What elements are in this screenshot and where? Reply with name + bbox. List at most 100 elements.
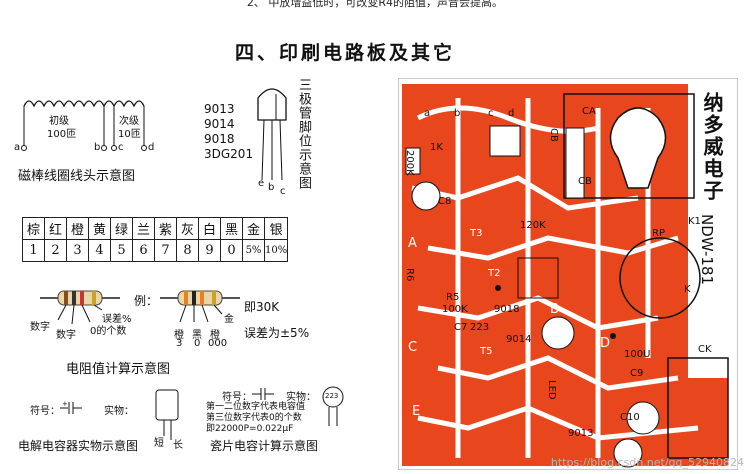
color-cell: 灰 <box>176 217 199 240</box>
value-cell: 10% <box>263 239 289 262</box>
transistor-model: 9018 <box>204 132 235 146</box>
pcb-label-a: A <box>408 236 417 251</box>
ceramic-marking: 223 <box>325 392 339 400</box>
resistor-ex-color-1: 橙 <box>174 330 184 341</box>
resistor-ex-value-3: 000 <box>208 338 228 349</box>
color-cell: 银 <box>263 217 289 240</box>
ceramic-line: 第三位数字代表0的个数 <box>206 413 302 423</box>
pcb-pin-d: d <box>508 108 515 119</box>
color-cell: 紫 <box>154 217 177 240</box>
color-cell: 黑 <box>220 217 243 240</box>
pcb-label-rp: RP <box>652 228 665 239</box>
coil-pin-b: b <box>94 142 101 153</box>
electrolytic-short-label: 短 <box>154 438 164 449</box>
watermark: https://blog.csdn.net/qq_52940824 <box>550 456 744 469</box>
electrolytic-symbol-icon: + <box>60 400 82 414</box>
resistor-result: 即30K <box>244 300 280 314</box>
pcb-label-cb2: CB <box>578 176 592 187</box>
color-cell: 橙 <box>66 217 89 240</box>
pcb-pin-c: c <box>488 108 494 119</box>
transistor-pin-c: c <box>280 186 286 197</box>
color-code-table: 棕 红 橙 黄 绿 兰 紫 灰 白 黑 金 银 1 2 3 4 5 6 7 8 … <box>22 217 289 262</box>
resistor-caption: 电阻值计算示意图 <box>66 362 171 377</box>
value-row: 1 2 3 4 5 6 7 8 9 0 5% 10% <box>22 239 289 262</box>
pcb-label-c9: C9 <box>630 368 644 379</box>
electrolytic-symbol-label: 符号： <box>30 406 60 417</box>
color-cell: 棕 <box>22 217 45 240</box>
transistor-model: 9014 <box>204 117 235 131</box>
color-cell: 白 <box>198 217 221 240</box>
value-cell: 5 <box>110 239 133 262</box>
coil-caption: 磁棒线圈线头示意图 <box>18 169 136 184</box>
transistor-caption: 三极管脚位示意图 <box>296 78 311 190</box>
ceramic-caption: 瓷片电容计算示意图 <box>210 439 319 453</box>
electrolytic-real-label: 实物： <box>104 406 134 417</box>
coil-drawing <box>21 100 147 151</box>
resistor-example-drawing <box>160 290 240 323</box>
value-cell: 7 <box>154 239 177 262</box>
coil-secondary-turns: 10匝 <box>118 129 141 140</box>
value-cell: 0 <box>220 239 243 262</box>
pcb-label-d: D <box>600 336 611 351</box>
ceramic-line: 即22000P=0.022μF <box>206 424 294 434</box>
pcb-pin-b: b <box>454 108 461 119</box>
pcb-label-120k: 120K <box>520 220 546 231</box>
color-row: 棕 红 橙 黄 绿 兰 紫 灰 白 黑 金 银 <box>22 217 289 240</box>
pcb-label-1k: 1K <box>430 142 443 153</box>
pcb-brand: 纳多威电子 <box>700 92 724 202</box>
value-cell: 5% <box>242 239 265 262</box>
pcb-label-223: 223 <box>470 322 490 333</box>
transistor-pin-e: e <box>258 178 265 189</box>
coil-pin-a: a <box>14 142 21 153</box>
value-cell: 4 <box>88 239 111 262</box>
svg-text:+: + <box>62 400 68 408</box>
pcb-label-c10: C10 <box>620 412 640 423</box>
pcb-label-e: E <box>412 404 421 419</box>
coil-primary-label: 初级 <box>49 116 69 127</box>
electrolytic-caption: 电解电容器实物示意图 <box>18 439 139 453</box>
pcb-label-c: C <box>408 340 418 355</box>
coil-secondary-label: 次级 <box>119 116 139 127</box>
ceramic-symbol-icon <box>252 388 274 400</box>
resistor-label-digit1: 数字 <box>30 322 50 333</box>
pcb-label-led: LED <box>546 380 557 400</box>
pcb-label-9013: 9013 <box>568 428 594 439</box>
pcb-label-cb: CB <box>548 128 559 142</box>
resistor-gold-label: 金 <box>224 314 234 325</box>
resistor-ex-value-1: 3 <box>176 338 183 349</box>
pcb-label-c7: C7 <box>454 322 468 333</box>
transistor-models: 9013 9014 9018 3DG201 <box>204 102 253 162</box>
pcb-label-ck: CK <box>698 344 712 355</box>
resistor-ex-color-2: 黑 <box>192 330 202 341</box>
pcb-label-t3: T3 <box>470 228 483 239</box>
pcb-board <box>397 77 739 471</box>
ceramic-symbol-label: 符号： <box>222 392 252 403</box>
electrolytic-capacitor-icon <box>155 389 179 440</box>
pcb-image: 纳多威电子 NDW-181 CA CB CB 200K 1K C8 A R5 1… <box>397 77 739 471</box>
resistor-left-drawing <box>40 290 120 324</box>
pcb-label-c8: C8 <box>438 196 452 207</box>
pcb-label-100k: 100K <box>442 304 468 315</box>
ceramic-capacitor-icon <box>322 386 344 426</box>
color-cell: 兰 <box>132 217 155 240</box>
resistor-label-tolerance: 误差% <box>102 314 132 325</box>
transistor-model: 3DG201 <box>204 147 254 161</box>
value-cell: 2 <box>44 239 67 262</box>
pcb-label-b: B <box>550 302 559 317</box>
coil-primary-turns: 100匝 <box>47 129 77 140</box>
ceramic-real-label: 实物： <box>286 392 316 403</box>
pcb-pin-a: a <box>424 108 431 119</box>
coil-pin-d: d <box>148 142 155 153</box>
transistor-model: 9013 <box>204 102 235 116</box>
pcb-label-9018: 9018 <box>494 304 520 315</box>
resistor-tolerance-note: 误差为±5% <box>244 326 310 340</box>
resistor-label-digit2: 数字 <box>56 330 76 341</box>
pcb-label-t2: T2 <box>488 268 501 279</box>
transistor-drawing <box>257 88 287 181</box>
pcb-label-ca: CA <box>582 106 596 117</box>
color-cell: 红 <box>44 217 67 240</box>
pcb-label-9014: 9014 <box>506 334 532 345</box>
resistor-ex-color-3: 橙 <box>210 330 220 341</box>
pcb-label-k1: K1 <box>688 216 701 227</box>
transistor-pin-b: b <box>268 182 275 193</box>
